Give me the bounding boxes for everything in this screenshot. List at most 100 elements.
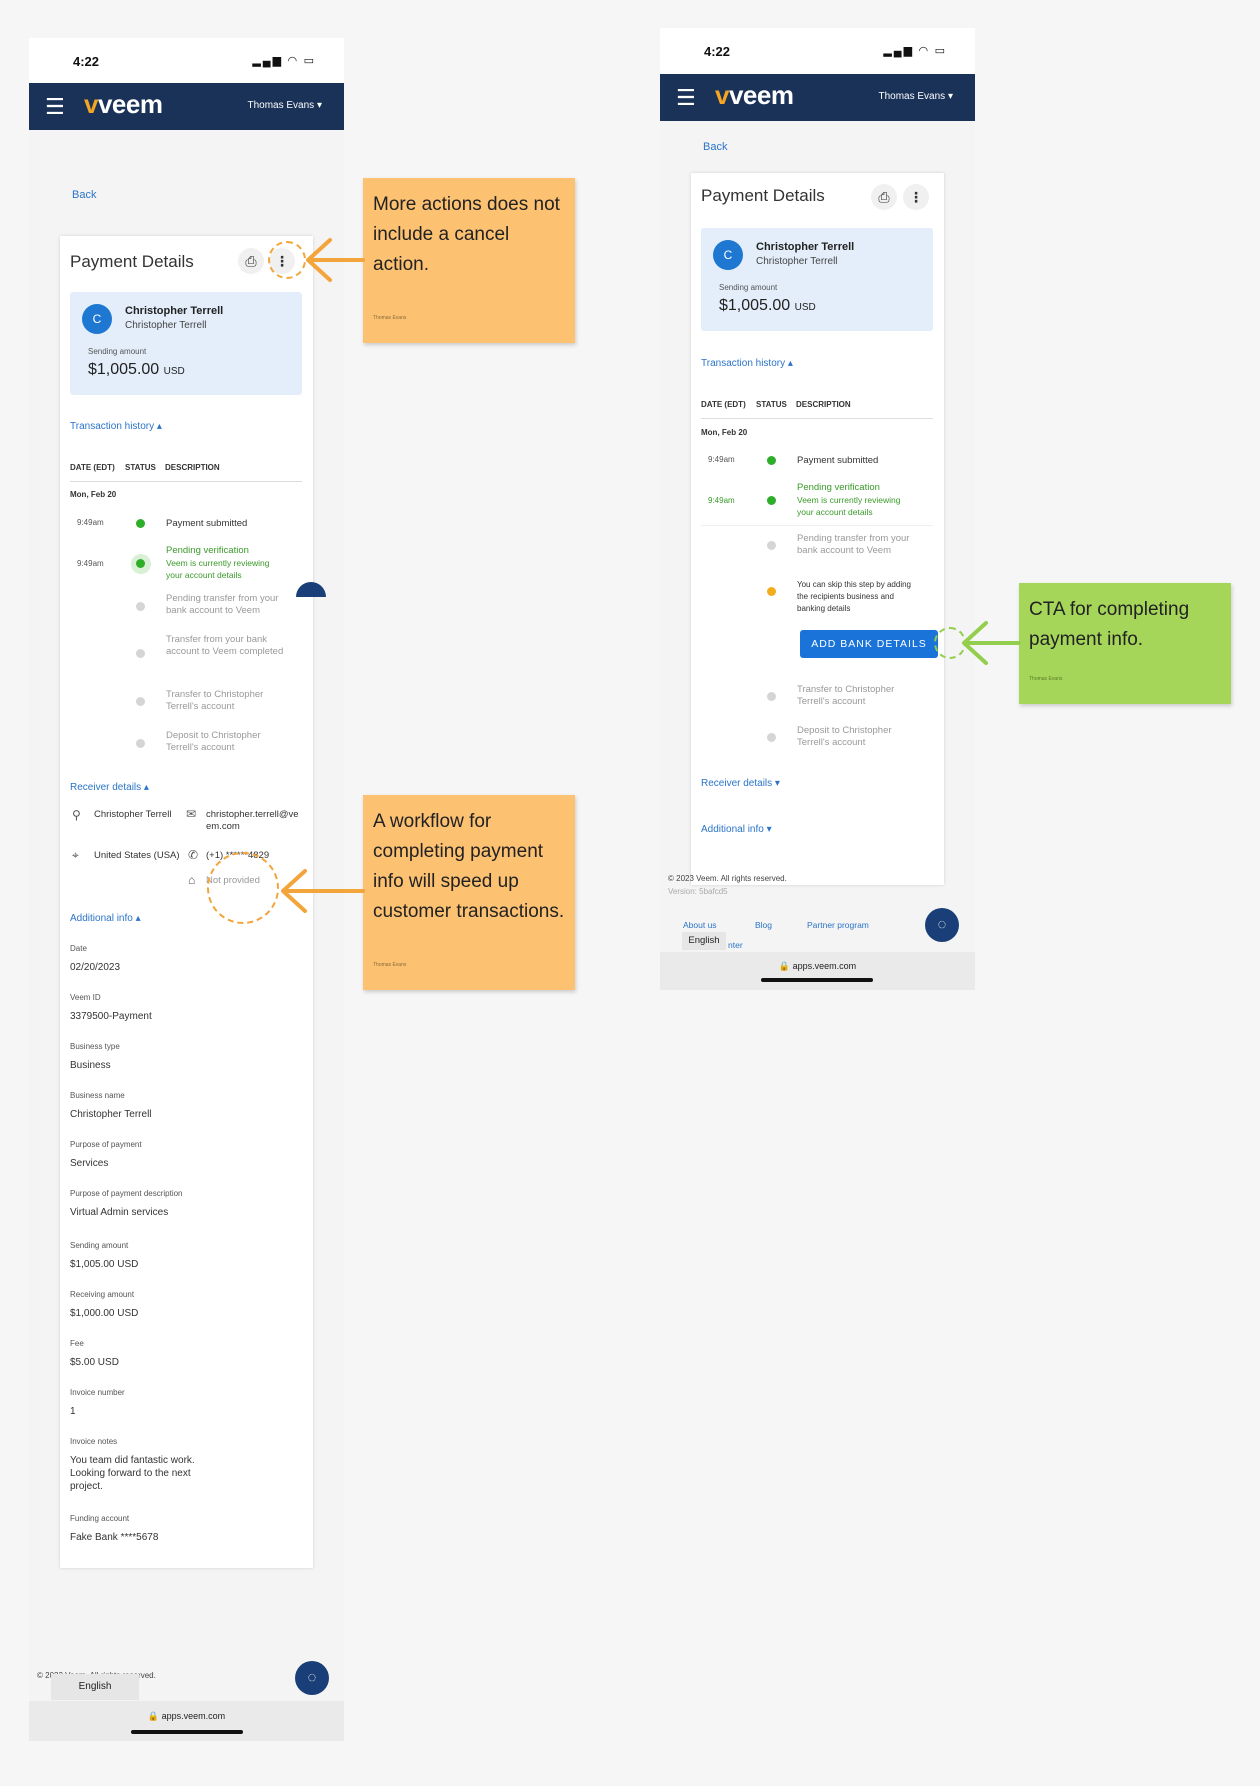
user-menu[interactable]: Thomas Evans ▾ (878, 91, 953, 102)
avatar: C (713, 240, 743, 270)
menu-icon[interactable]: ☰ (676, 85, 696, 110)
field-label: Business name (70, 1091, 125, 1100)
additional-info-toggle[interactable]: Additional info ▴ (70, 913, 141, 924)
field-label: Business type (70, 1042, 120, 1051)
field-value: Business (70, 1060, 111, 1071)
status-dot-pending (136, 649, 145, 658)
location-icon: ⌖ (72, 848, 79, 862)
step-description: Pending transfer from your bank account … (166, 593, 279, 616)
sending-amount-label: Sending amount (719, 283, 778, 292)
field-value: 3379500-Payment (70, 1011, 152, 1022)
status-dot-pending (136, 739, 145, 748)
transaction-history-toggle[interactable]: Transaction history ▴ (70, 421, 162, 432)
receiver-name: Christopher Terrell (94, 809, 172, 820)
footer-link-partner[interactable]: Partner program (807, 920, 869, 930)
step-time: 9:49am (708, 496, 735, 505)
footer-link-blog[interactable]: Blog (755, 920, 773, 930)
recipient-name: Christopher Terrell (756, 241, 855, 253)
day-heading: Mon, Feb 20 (701, 428, 748, 437)
status-bar: 4:22 ▂▄▆ ◠ ▭ (29, 38, 344, 84)
back-link[interactable]: Back (72, 189, 97, 201)
phone-screen-left: 4:22 ▂▄▆ ◠ ▭ ☰ vveem Thomas Evans ▾ Back… (29, 38, 344, 1741)
col-status: STATUS (125, 463, 156, 472)
step-time: 9:49am (77, 559, 104, 568)
veem-logo[interactable]: vveem (715, 80, 794, 110)
field-label: Receiving amount (70, 1290, 135, 1299)
veem-logo[interactable]: vveem (84, 89, 163, 119)
note-text: More actions does not include a cancel a… (373, 194, 560, 275)
transaction-history-toggle[interactable]: Transaction history ▴ (701, 358, 793, 369)
version: Version: 5bafcd5 (668, 887, 728, 896)
status-dot-complete (136, 519, 145, 528)
step-description: Payment submitted (166, 518, 248, 529)
payment-details-card: Payment Details ⎙ ⋮ C Christopher Terrel… (691, 173, 944, 885)
back-link[interactable]: Back (703, 141, 728, 153)
col-description: DESCRIPTION (796, 400, 851, 409)
add-bank-details-button[interactable]: ADD BANK DETAILS (800, 630, 938, 658)
step-description: Pending verification (797, 482, 880, 493)
status-dot-current (136, 559, 145, 568)
recipient-summary: C Christopher Terrell Christopher Terrel… (701, 228, 933, 331)
field-label: Sending amount (70, 1241, 129, 1250)
day-heading: Mon, Feb 20 (70, 490, 117, 499)
status-dot-pending (767, 733, 776, 742)
status-dot-pending (136, 697, 145, 706)
footer-link-partial[interactable]: nter (728, 940, 743, 950)
field-label: Date (70, 944, 87, 953)
field-label: Fee (70, 1339, 84, 1348)
menu-icon[interactable]: ☰ (45, 94, 65, 119)
top-navbar: ☰ vveem Thomas Evans ▾ (29, 83, 344, 130)
status-dot-pending (136, 602, 145, 611)
sending-amount-label: Sending amount (88, 347, 147, 356)
language-selector[interactable]: English (682, 932, 726, 950)
email-icon: ✉ (186, 807, 197, 821)
field-value: $5.00 USD (70, 1357, 119, 1368)
field-label: Invoice notes (70, 1437, 118, 1446)
field-value: Services (70, 1158, 109, 1169)
top-navbar: ☰ vveem Thomas Evans ▾ (660, 74, 975, 121)
field-value: $1,000.00 USD (70, 1308, 139, 1319)
language-selector[interactable]: English (51, 1674, 139, 1700)
phone-icon: ✆ (188, 848, 199, 862)
sending-amount: $1,005.00 USD (88, 361, 185, 378)
field-label: Funding account (70, 1514, 130, 1523)
field-value: $1,005.00 USD (70, 1259, 139, 1270)
print-icon[interactable]: ⎙ (238, 248, 264, 274)
divider (701, 525, 933, 526)
sticky-note-more-actions: More actions does not include a cancel a… (363, 178, 575, 343)
note-author: Thomas Evans (373, 962, 407, 968)
sticky-note-workflow: A workflow for completing payment info w… (363, 795, 575, 990)
status-bar: 4:22 ▂▄▆ ◠ ▭ (660, 28, 975, 74)
clock: 4:22 (704, 44, 731, 59)
highlight-circle-not-provided (207, 852, 279, 924)
note-text: CTA for completing payment info. (1029, 599, 1190, 650)
receiver-details-toggle[interactable]: Receiver details ▾ (701, 778, 780, 789)
recipient-name: Christopher Terrell (125, 305, 224, 317)
divider (701, 418, 933, 419)
chat-icon[interactable]: ◌ (925, 908, 959, 942)
step-description: Deposit to Christopher Terrell's account (166, 730, 261, 753)
clock: 4:22 (73, 54, 100, 69)
copyright: © 2023 Veem. All rights reserved. (668, 874, 787, 883)
print-icon[interactable]: ⎙ (871, 184, 897, 210)
highlight-circle-add-bank (934, 627, 966, 659)
more-actions-icon[interactable]: ⋮ (903, 184, 929, 210)
signal-wifi-battery-icon: ▂▄▆ ◠ ▭ (252, 55, 316, 67)
receiver-details-toggle[interactable]: Receiver details ▴ (70, 782, 149, 793)
additional-info-toggle[interactable]: Additional info ▾ (701, 824, 772, 835)
status-dot-current (767, 496, 776, 505)
note-text: A workflow for completing payment info w… (373, 811, 565, 922)
step-description: Pending verification (166, 545, 249, 556)
step-time: 9:49am (77, 518, 104, 527)
step-subtext: Veem is currently reviewing your account… (797, 495, 901, 517)
user-menu[interactable]: Thomas Evans ▾ (247, 100, 322, 111)
chat-icon[interactable]: ◌ (295, 1661, 329, 1695)
field-value: Fake Bank ****5678 (70, 1532, 159, 1543)
field-label: Invoice number (70, 1388, 125, 1397)
footer-link-about[interactable]: About us (683, 920, 717, 930)
step-description: Transfer from your bank account to Veem … (166, 634, 284, 657)
signal-wifi-battery-icon: ▂▄▆ ◠ ▭ (883, 45, 947, 57)
phone-screen-right: 4:22 ▂▄▆ ◠ ▭ ☰ vveem Thomas Evans ▾ Back… (660, 28, 975, 990)
floating-button-partial[interactable] (296, 582, 326, 597)
step-time: 9:49am (708, 455, 735, 464)
